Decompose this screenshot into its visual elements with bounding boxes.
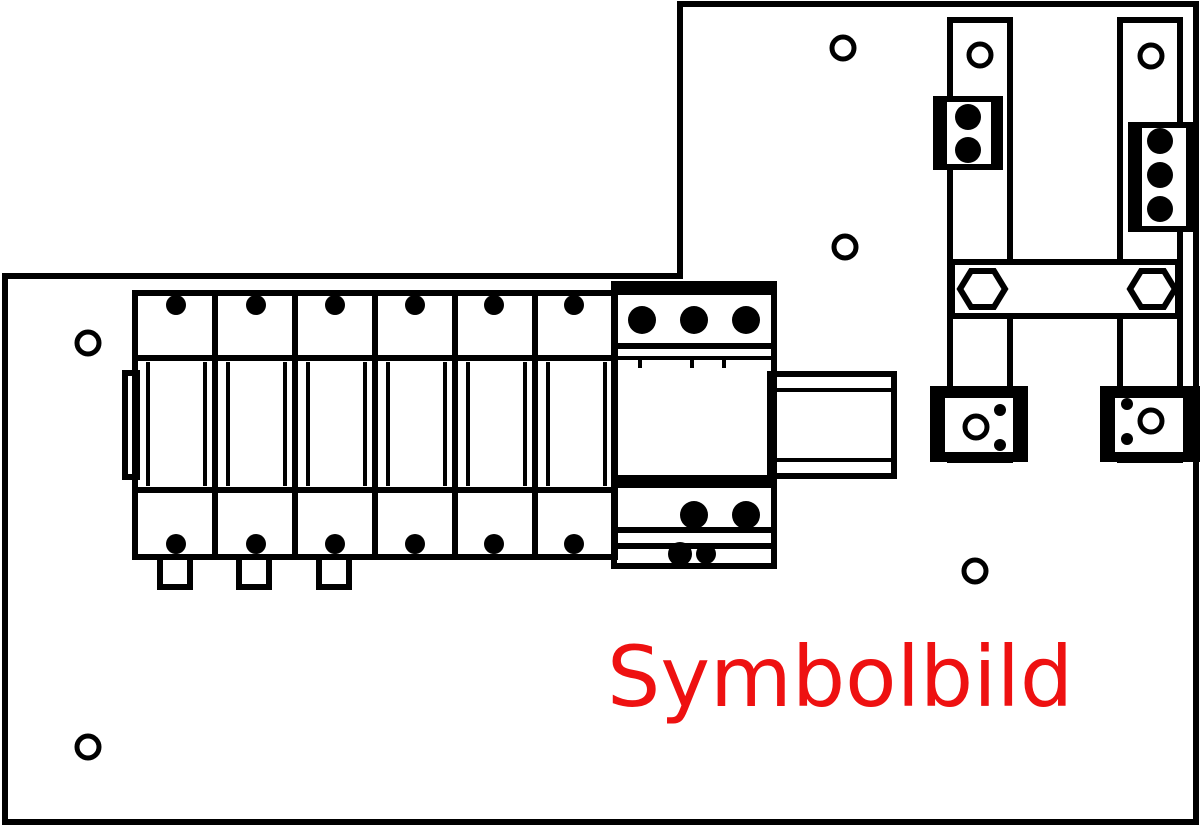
clamp-screw <box>1147 196 1173 222</box>
terminal-screw <box>680 501 708 529</box>
screw-hole <box>829 34 857 62</box>
terminal-screw <box>628 306 656 334</box>
terminal-screw <box>732 501 760 529</box>
module-band <box>614 476 774 488</box>
terminal-hole <box>962 413 990 441</box>
watermark-label: Symbolbild <box>607 628 1073 726</box>
module-tabs <box>157 554 352 590</box>
terminal-dot <box>994 439 1006 451</box>
screw-hole <box>74 733 102 761</box>
module-tab <box>316 554 352 590</box>
terminal-screw <box>484 534 504 554</box>
terminal-screw <box>564 295 584 315</box>
screw-holes <box>74 34 989 761</box>
terminal-screw <box>484 295 504 315</box>
terminal-screw <box>564 534 584 554</box>
screw-hole <box>74 329 102 357</box>
clamp-screw <box>955 104 981 130</box>
busbar-hole <box>966 41 994 69</box>
terminal-screw <box>680 306 708 334</box>
clamp-screw <box>1147 162 1173 188</box>
module-tab <box>236 554 272 590</box>
terminal-screw <box>732 306 760 334</box>
terminal-screw <box>246 534 266 554</box>
top-terminals <box>166 295 584 315</box>
din-rail <box>767 371 897 479</box>
busbar-assembly <box>930 17 1200 463</box>
terminal-dot <box>994 404 1006 416</box>
terminal-screw <box>405 534 425 554</box>
clamp-screw <box>1147 128 1173 154</box>
bottom-terminals <box>166 534 584 554</box>
busbar-hole <box>1137 42 1165 70</box>
hex-nut <box>1126 268 1179 310</box>
module-ribs <box>146 362 607 486</box>
terminal-dot <box>1121 398 1133 410</box>
terminal-screw <box>668 542 692 566</box>
module-detail <box>614 356 774 368</box>
terminal-screw <box>325 534 345 554</box>
main-switch-module <box>611 281 777 569</box>
main-switch-top-bar <box>611 281 777 295</box>
terminal-screw <box>166 534 186 554</box>
terminal-screw <box>166 295 186 315</box>
terminal-screw <box>325 295 345 315</box>
screw-hole <box>961 557 989 585</box>
breaker-block <box>132 290 618 560</box>
terminal-screw <box>246 295 266 315</box>
module-tab <box>157 554 193 590</box>
terminal-screw <box>696 544 716 564</box>
screw-hole <box>831 233 859 261</box>
terminal-hole <box>1137 407 1165 435</box>
terminal-dot <box>1121 433 1133 445</box>
terminal-screw <box>405 295 425 315</box>
hex-nut <box>956 268 1009 310</box>
clamp-screw <box>955 137 981 163</box>
